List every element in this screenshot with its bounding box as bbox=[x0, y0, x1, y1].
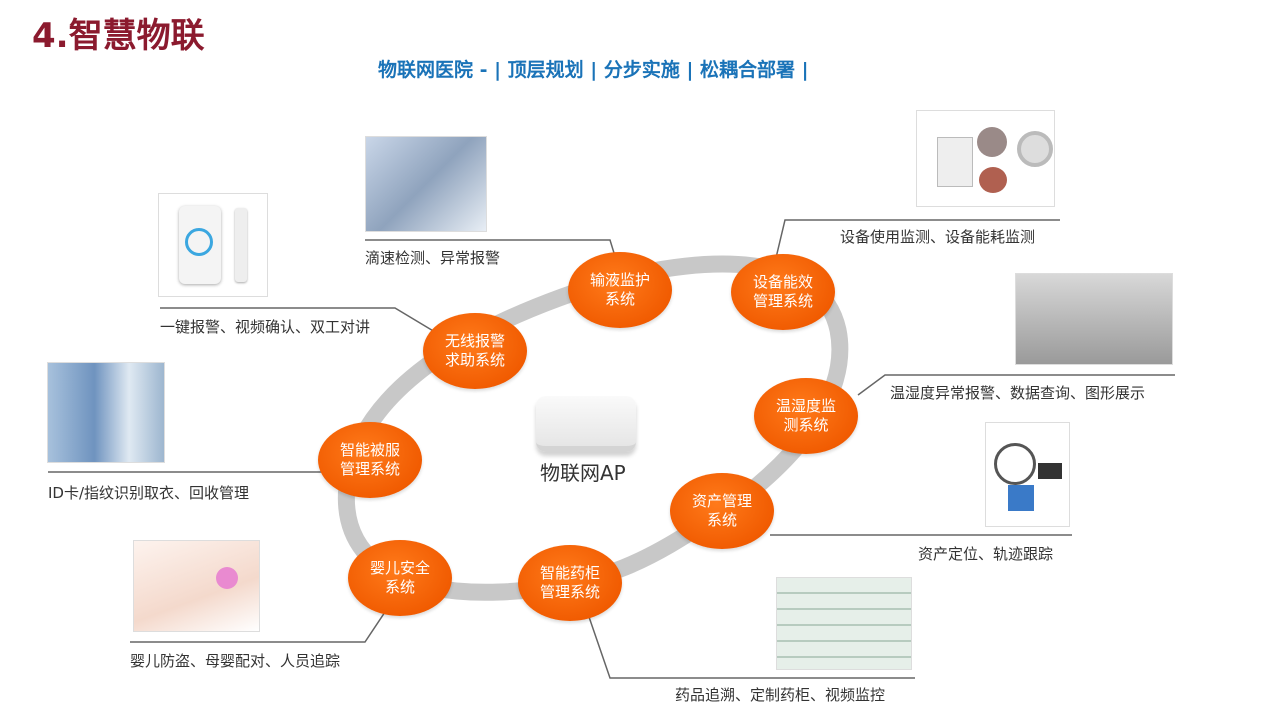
node-label: 智能被服 bbox=[339, 441, 400, 459]
desc-equipment: 设备使用监测、设备能耗监测 bbox=[840, 228, 1036, 246]
iot-ap-label: 物联网AP bbox=[540, 461, 626, 485]
node-label: 管理系统 bbox=[539, 583, 600, 601]
leader-line-humidity bbox=[857, 374, 1175, 396]
leader-line-pharmacy bbox=[587, 613, 915, 679]
medical-equipment-image bbox=[916, 110, 1055, 207]
desc-humidity: 温湿度异常报警、数据查询、图形展示 bbox=[890, 384, 1146, 402]
desc-infant: 婴儿防盗、母婴配对、人员追踪 bbox=[130, 652, 341, 670]
node-label: 无线报警 bbox=[444, 332, 505, 350]
garment-room-photo bbox=[47, 362, 165, 463]
slide-subtitle: 物联网医院 - | 顶层规划 | 分步实施 | 松耦合部署 | bbox=[378, 59, 809, 81]
node-label: 温湿度监 bbox=[775, 397, 836, 415]
node-label: 求助系统 bbox=[444, 351, 505, 369]
node-infusion-monitoring: 输液监护系统 bbox=[568, 252, 672, 328]
node-label: 管理系统 bbox=[339, 460, 400, 478]
desc-asset: 资产定位、轨迹跟踪 bbox=[918, 545, 1054, 563]
node-label: 系统 bbox=[706, 511, 737, 529]
alarm-button-device-image bbox=[158, 193, 268, 297]
pharmacy-photo bbox=[776, 577, 912, 670]
asset-wheelchair-image bbox=[985, 422, 1070, 527]
node-label: 系统 bbox=[384, 578, 415, 596]
desc-alarm: 一键报警、视频确认、双工对讲 bbox=[160, 318, 371, 336]
node-label: 测系统 bbox=[783, 416, 829, 434]
node-smart-medicine-cabinet: 智能药柜管理系统 bbox=[518, 545, 622, 621]
node-temperature-humidity: 温湿度监测系统 bbox=[754, 378, 858, 454]
slide-title: 4.智慧物联 bbox=[32, 16, 205, 56]
desc-infusion: 滴速检测、异常报警 bbox=[365, 249, 501, 267]
node-smart-garment: 智能被服管理系统 bbox=[318, 422, 422, 498]
node-equipment-efficiency: 设备能效管理系统 bbox=[731, 254, 835, 330]
node-label: 设备能效 bbox=[752, 273, 813, 291]
floor-plan-image bbox=[1015, 273, 1173, 365]
node-label: 婴儿安全 bbox=[369, 559, 430, 577]
leader-line-equipment bbox=[774, 219, 1060, 263]
node-label: 资产管理 bbox=[691, 492, 752, 510]
desc-garment: ID卡/指纹识别取衣、回收管理 bbox=[48, 484, 250, 502]
iot-ap-device-image bbox=[536, 396, 636, 452]
leader-line-baby bbox=[130, 611, 386, 643]
leader-line-alarm bbox=[160, 307, 441, 336]
nurse-station-photo bbox=[365, 136, 487, 232]
node-label: 智能药柜 bbox=[539, 564, 600, 582]
node-infant-safety: 婴儿安全系统 bbox=[348, 540, 452, 616]
node-label: 管理系统 bbox=[752, 292, 813, 310]
node-asset-management: 资产管理系统 bbox=[670, 473, 774, 549]
node-wireless-alarm: 无线报警求助系统 bbox=[423, 313, 527, 389]
node-label: 系统 bbox=[604, 290, 635, 308]
desc-pharmacy: 药品追溯、定制药柜、视频监控 bbox=[675, 686, 886, 704]
node-label: 输液监护 bbox=[589, 271, 650, 289]
baby-safety-photo bbox=[133, 540, 260, 632]
